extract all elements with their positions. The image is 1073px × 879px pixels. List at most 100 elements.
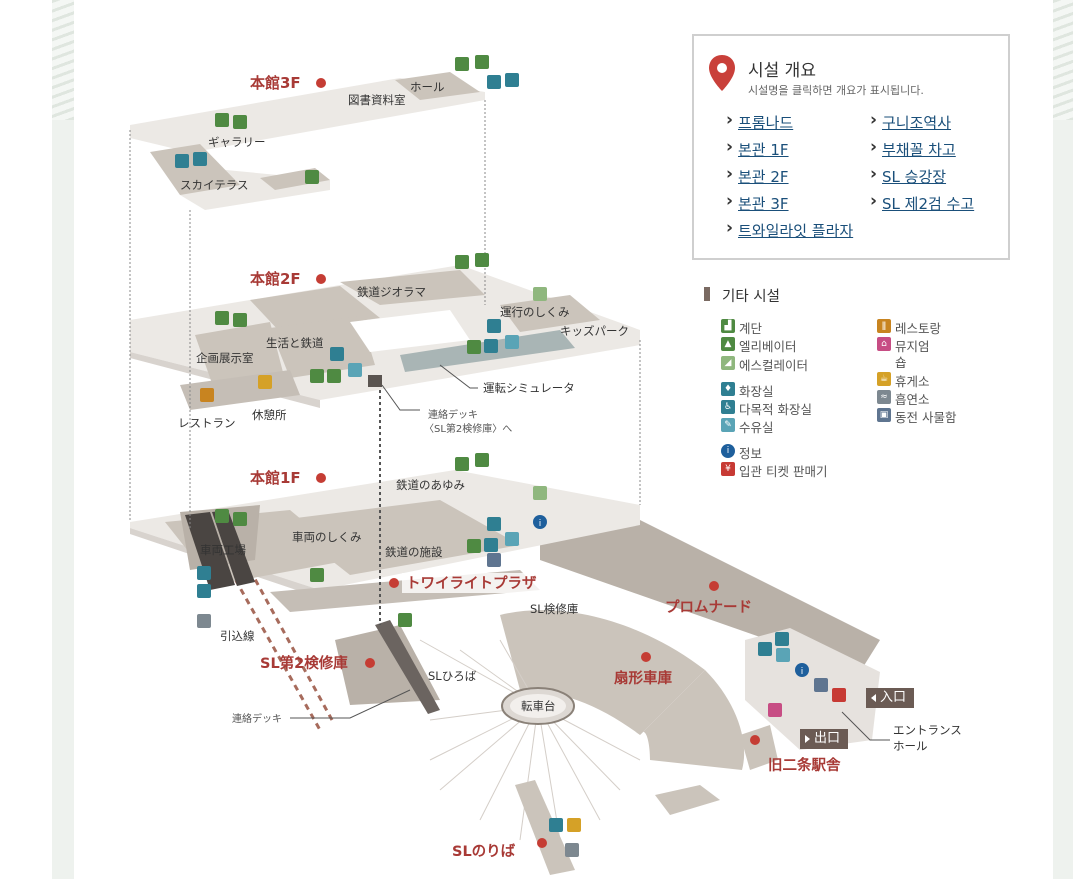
floor-3f[interactable] [130, 72, 485, 210]
museum-shop-icon: ⌂ [877, 337, 891, 351]
floor-title-1f[interactable]: 本館1F [250, 469, 301, 487]
room-railway-diorama [340, 270, 485, 305]
restaurant-icon: ǁ [877, 319, 891, 333]
link-sl-second-shed[interactable]: SL 제2검 수고 [870, 191, 974, 214]
exit-gate[interactable]: 出口 [800, 729, 849, 749]
label-sky-terrace: スカイテラス [180, 178, 249, 192]
label-vehicle-factory: 車両工場 [200, 543, 246, 557]
factory-track-1 [185, 512, 235, 590]
label-life-and-railway: 生活と鉄道 [266, 336, 324, 350]
label-hall-entrance: ホール [893, 739, 928, 753]
link-twilight-plaza[interactable]: 트와일라잇 플라자 [726, 218, 853, 241]
label-sl-repair-shed: SL検修庫 [530, 602, 578, 616]
promenade-marker[interactable] [709, 581, 719, 591]
connecting-deck-bridge [375, 620, 440, 714]
place-fan-shaped-shed[interactable]: 扇形車庫 [614, 669, 672, 687]
nursing-room-icon: ✎ [721, 418, 735, 432]
place-sl-second-repair-shed[interactable]: SL第2検修庫 [260, 654, 348, 672]
place-old-nijo-station[interactable]: 旧二条駅舎 [768, 756, 841, 774]
accessible-restroom-icon: ♿ [721, 400, 735, 414]
facility-overview-panel: 시설 개요 시설명을 클릭하면 개요가 표시됩니다. 프롬나드 구니조역사 본관… [692, 34, 1010, 260]
fan-shaped-roundhouse[interactable] [500, 610, 705, 735]
link-sl-platform[interactable]: SL 승강장 [870, 164, 946, 187]
place-sl-platform[interactable]: SLのりば [452, 843, 516, 860]
label-siding: 引込線 [220, 629, 255, 643]
fan-shaped-roundhouse-east [640, 670, 745, 770]
label-connecting-deck-2f: 連絡デッキ [428, 408, 478, 421]
kids-park-room [500, 295, 600, 332]
sl-platform-path[interactable] [515, 780, 575, 875]
floor-2f-marker[interactable] [316, 274, 326, 284]
factory-track-2 [212, 510, 255, 586]
link-main-1f[interactable]: 본관 1F [726, 137, 788, 160]
twilight-plaza-marker[interactable] [389, 578, 399, 588]
overview-subtitle: 시설명을 클릭하면 개요가 표시됩니다. [748, 84, 924, 97]
smoking-area-icon [197, 614, 579, 857]
restroom-icon: ♦ [721, 382, 735, 396]
left-decorative-strip [52, 0, 74, 879]
entrance-gate[interactable]: 入口 [866, 688, 915, 708]
facility-icons: i i [175, 55, 846, 857]
stairs-icon: ▟ [721, 319, 735, 333]
label-vehicle-mechanism: 車両のしくみ [292, 530, 361, 544]
room-life-railway-lower [270, 316, 375, 378]
connecting-deck-door [368, 375, 382, 387]
old-nijo-station-marker[interactable] [750, 735, 760, 745]
label-library: 図書資料室 [348, 93, 406, 107]
floor-title-3f[interactable]: 本館3F [250, 74, 301, 92]
link-main-3f[interactable]: 본관 3F [726, 191, 788, 214]
floor-title-2f[interactable]: 本館2F [250, 270, 301, 288]
nursing-room-icon [348, 335, 790, 662]
legend-title-text: 기타 시설 [722, 289, 780, 305]
label-railway-diorama: 鉄道ジオラマ [357, 285, 426, 299]
restaurant-icon [200, 388, 214, 402]
smoking-area-icon: ≈ [877, 390, 891, 404]
label-turntable: 転車台 [521, 699, 556, 713]
label-hall: ホール [410, 80, 445, 94]
link-main-2f[interactable]: 본관 2F [726, 164, 788, 187]
label-railway-history: 鉄道のあゆみ [396, 478, 465, 492]
floor-connection-guides [129, 100, 641, 530]
map-pin-icon [709, 55, 735, 91]
fan-shed-marker[interactable] [641, 652, 651, 662]
coin-locker-icon [487, 553, 828, 692]
floor-1f[interactable] [130, 470, 640, 612]
right-decorative-strip [1053, 0, 1073, 879]
escalator-icon: ◢ [721, 356, 735, 370]
label-kids-park: キッズパーク [560, 324, 629, 338]
label-operation-mechanism: 運行のしくみ [500, 305, 569, 319]
elevator-icon [233, 55, 489, 627]
place-twilight-plaza[interactable]: トワイライトプラザ [406, 575, 537, 592]
info-icon: i i [533, 515, 809, 677]
ticket-machine-icon [832, 688, 846, 702]
link-fan-shed[interactable]: 부채꼴 차고 [870, 137, 956, 160]
turntable-inner [510, 694, 566, 718]
siding-line-1 [228, 569, 322, 731]
sl-second-shed-marker[interactable] [365, 658, 375, 668]
label-driving-simulator: 運転シミュレータ [483, 381, 575, 395]
label-railway-facility: 鉄道の施設 [385, 545, 443, 559]
link-old-nijo-station[interactable]: 구니조역사 [870, 110, 951, 133]
accessible-restroom-icon [193, 73, 789, 832]
ticket-machine-icon: ¥ [721, 462, 735, 476]
old-station-building[interactable] [740, 725, 778, 770]
rest-area-icon [258, 375, 581, 832]
floor-3f-marker[interactable] [316, 78, 326, 88]
stairs-icon [215, 57, 489, 582]
coin-locker-icon: ▣ [877, 408, 891, 422]
label-sl-plaza: SLひろば [428, 669, 477, 683]
label-gallery: ギャラリー [208, 135, 266, 149]
railway-facility-room [280, 500, 520, 575]
place-bg-twilight [402, 573, 550, 593]
label-restaurant: レストラン [178, 416, 236, 430]
hall-room-3f [395, 72, 480, 100]
place-promenade[interactable]: プロムナード [665, 599, 752, 616]
link-promenade[interactable]: 프롬나드 [726, 110, 793, 133]
legend-title: 기타 시설 [704, 285, 780, 306]
svg-text:i: i [801, 667, 804, 677]
label-connecting-deck-outdoor: 連絡デッキ [232, 712, 282, 725]
floor-1f-marker[interactable] [316, 473, 326, 483]
label-to-sl-second-shed: 〈SL第2検修庫〉へ [424, 422, 512, 435]
sl-platform-marker[interactable] [537, 838, 547, 848]
